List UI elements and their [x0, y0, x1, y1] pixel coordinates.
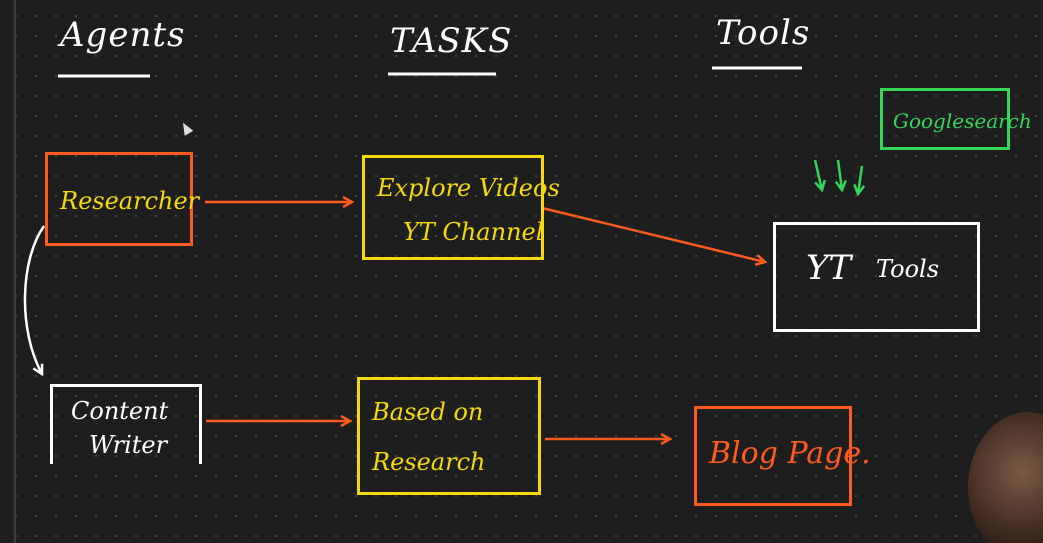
content-writer-label-line2: Writer [89, 431, 168, 459]
yt-tools-prefix: YT [806, 248, 852, 288]
blog-page-box: Blog Page. [694, 406, 871, 506]
yt-tools-box: YT Tools [773, 222, 980, 332]
googlesearch-label: Googlesearch [893, 109, 1032, 133]
blog-page-label: Blog Page. [709, 436, 871, 471]
researcher-label: Researcher [60, 187, 200, 215]
explore-videos-line2: YT Channel [403, 218, 544, 246]
green-arrow-2 [838, 159, 842, 190]
based-on-research-line2: Research [372, 448, 486, 476]
green-arrow-3 [858, 165, 862, 194]
explore-videos-task-box: Explore Videos YT Channel [362, 155, 560, 260]
arrow-explore-to-yt-tools [541, 206, 765, 262]
content-writer-agent-box: Content Writer [50, 384, 202, 464]
researcher-agent-box: Researcher [45, 152, 199, 246]
agents-header: Agents [60, 15, 186, 55]
based-on-research-task-box: Based on Research [357, 377, 541, 495]
yt-tools-suffix: Tools [876, 255, 940, 283]
based-on-research-line1: Based on [372, 398, 484, 426]
green-arrow-1 [813, 159, 822, 190]
content-writer-label-line1: Content [71, 397, 169, 425]
googlesearch-tool-box: Googlesearch [880, 88, 1032, 150]
tasks-header: TASKS [390, 21, 513, 61]
explore-videos-line1: Explore Videos [377, 174, 560, 202]
tools-header: Tools [716, 13, 811, 53]
arrow-researcher-to-writer [23, 225, 46, 374]
